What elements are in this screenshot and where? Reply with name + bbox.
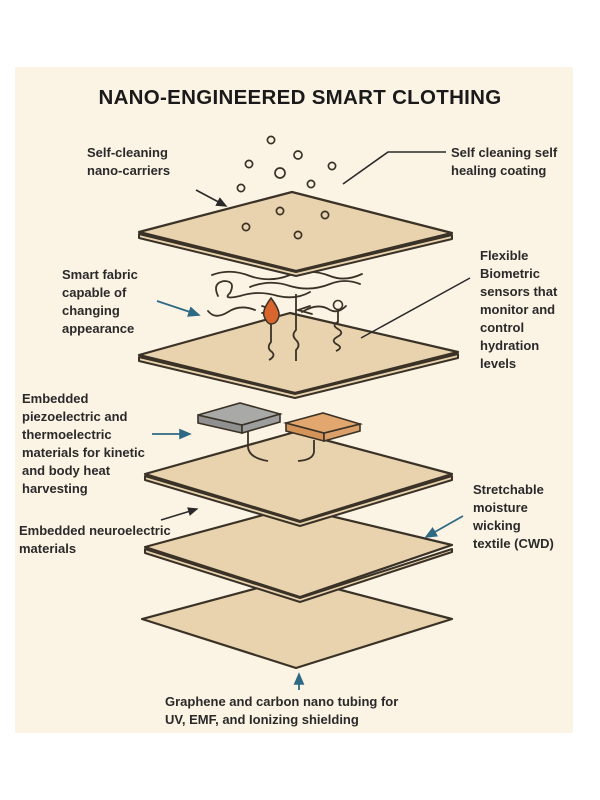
- label-shielding: Graphene and carbon nano tubing for UV, …: [165, 694, 399, 727]
- label-nano-carriers: Self-cleaning nano-carriers: [87, 145, 171, 178]
- biometric-sensor: [332, 299, 344, 352]
- thermoelectric-block: [282, 412, 364, 443]
- pointer-wicking-textile: [424, 515, 464, 538]
- coating-layer: [137, 190, 454, 277]
- sensor-filament: [292, 294, 300, 361]
- wire: [247, 432, 269, 462]
- neuroelectric-layer: [143, 505, 454, 603]
- pointer-smart-fabric: [156, 300, 201, 317]
- shielding-layer: [140, 576, 454, 670]
- label-energy-harvesting: Embedded piezoelectric and thermoelectri…: [22, 391, 145, 496]
- pointer-coating: [342, 151, 446, 185]
- floating-nano-carriers: [236, 135, 337, 193]
- label-coating: Self cleaning self healing coating: [451, 145, 558, 178]
- pointer-nano-carriers: [195, 189, 228, 207]
- label-smart-fabric: Smart fabric capable of changing appeara…: [62, 267, 138, 336]
- color-change-drop: [262, 296, 280, 361]
- piezoelectric-block: [197, 402, 283, 435]
- diagram-title: NANO-ENGINEERED SMART CLOTHING: [98, 86, 502, 109]
- wire: [297, 440, 315, 462]
- smart-fabric-layer: [137, 270, 460, 399]
- label-wicking-textile: Stretchable moisture wicking textile (CW…: [473, 482, 554, 551]
- label-biometric: Flexible Biometric sensors that monitor …: [480, 248, 558, 371]
- energy-harvesting-layer: [143, 402, 454, 527]
- pointer-neuroelectric: [160, 507, 199, 521]
- nano-particles-on-layer: [241, 206, 330, 240]
- pointer-biometric: [360, 277, 471, 339]
- label-neuroelectric: Embedded neuroelectric materials: [19, 523, 171, 556]
